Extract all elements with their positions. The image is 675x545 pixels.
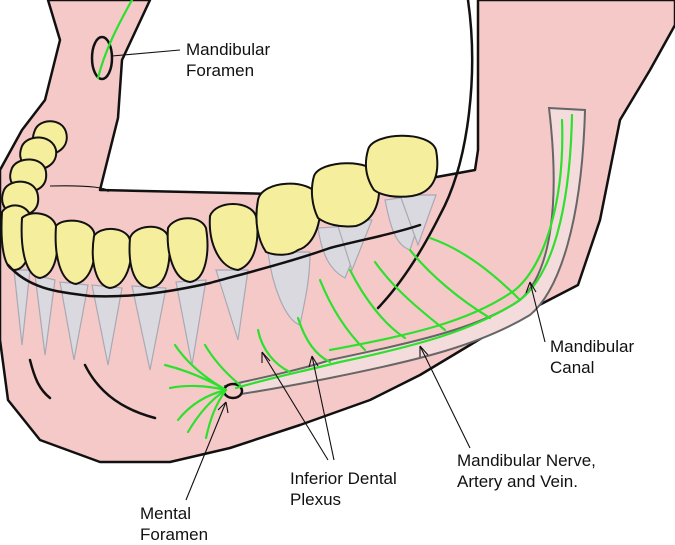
nerve-at-foramen xyxy=(96,0,134,80)
mandibular-foramen-opening xyxy=(90,35,114,81)
alveolar-crest xyxy=(6,223,422,298)
lingual-edge-2 xyxy=(83,363,157,420)
ramus-inner-edge xyxy=(376,0,474,310)
label-mandibular-foramen: Mandibular Foramen xyxy=(186,40,271,80)
label-mental-foramen: Mental Foramen xyxy=(140,504,209,544)
tooth-crowns xyxy=(0,120,439,289)
mental-nerve-fan xyxy=(163,343,228,440)
label-mandibular-canal: Mandibular Canal xyxy=(550,337,635,377)
mandibular-nerve-trunk xyxy=(234,113,574,390)
lingual-line xyxy=(49,185,109,193)
label-mandibular-nerve-artery-vein: Mandibular Nerve, Artery and Vein. xyxy=(457,451,596,491)
mandibular-nerve-trunk-2 xyxy=(328,118,564,352)
label-inferior-dental-plexus: Inferior Dental Plexus xyxy=(290,469,397,509)
lingual-edge-1 xyxy=(28,358,52,400)
tooth-roots xyxy=(13,194,437,371)
inferior-dental-plexus-branches xyxy=(203,236,522,387)
leader-lines xyxy=(111,49,546,501)
